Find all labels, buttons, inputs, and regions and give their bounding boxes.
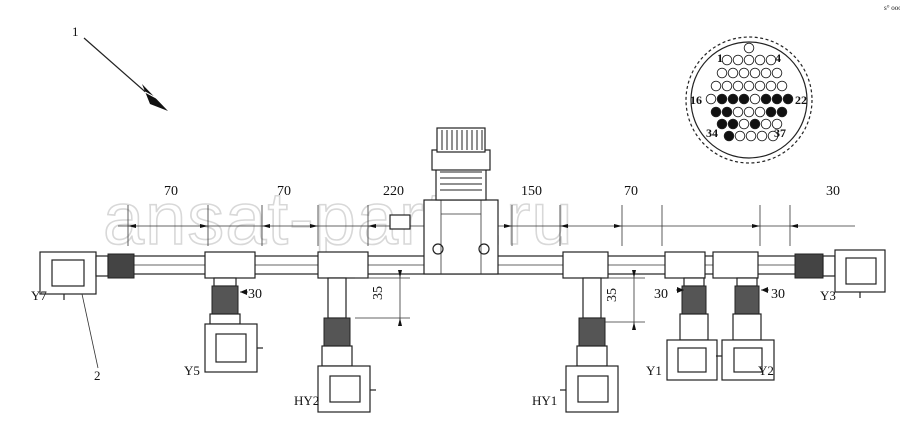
dim-70-a: 70	[164, 184, 178, 199]
connector-pin	[738, 67, 750, 79]
connector-pin	[710, 106, 722, 118]
connector-pin	[721, 106, 733, 118]
dim-220: 220	[383, 184, 404, 199]
label-y5: Y5	[184, 363, 200, 378]
dim-30-y1: 30	[654, 287, 668, 302]
connector-pin	[756, 130, 768, 142]
connector-pin	[721, 80, 733, 92]
connector-pin	[771, 93, 783, 105]
connector-pin	[754, 106, 766, 118]
corner-mark: s° ooo	[884, 4, 900, 12]
connector-pin	[743, 54, 755, 66]
connector-pin	[749, 93, 761, 105]
pin-label-1: 1	[717, 51, 723, 65]
label-y2: Y2	[758, 363, 774, 378]
connector-pin	[727, 118, 739, 130]
connector-pin	[732, 54, 744, 66]
connector-pin	[760, 67, 772, 79]
connector-pin	[776, 80, 788, 92]
dim-70-b: 70	[277, 184, 291, 199]
hy2-solenoid-drop: HY2 35	[294, 270, 410, 413]
connector-pin	[743, 80, 755, 92]
connector-pin	[743, 42, 755, 54]
pin-label-4: 4	[775, 51, 781, 65]
dim-35-left: 35	[371, 286, 386, 300]
connector-pin	[716, 118, 728, 130]
callout-1-label: 1	[72, 24, 79, 39]
y2-solenoid-drop: Y2 30	[716, 277, 785, 381]
connector-pin	[732, 80, 744, 92]
connector-pin	[767, 130, 779, 142]
dim-35-right: 35	[605, 288, 620, 302]
connector-pin	[716, 67, 728, 79]
connector-pin	[760, 93, 772, 105]
dim-30-right: 30	[826, 184, 840, 199]
pin-label-22: 22	[795, 93, 807, 107]
connector-pin	[749, 67, 761, 79]
pin-label-16: 16	[690, 93, 702, 107]
connector-pin	[754, 54, 766, 66]
connector-pin	[723, 130, 735, 142]
connector-pin	[721, 54, 733, 66]
connector-pin	[738, 93, 750, 105]
label-hy2: HY2	[294, 393, 319, 408]
connector-pin	[716, 93, 728, 105]
hy1-solenoid-drop: HY1 35	[532, 270, 645, 413]
connector-pin	[760, 118, 772, 130]
connector-pin	[732, 106, 744, 118]
connector-pin	[734, 130, 746, 142]
connector-pin	[745, 130, 757, 142]
dim-70-c: 70	[624, 184, 638, 199]
label-hy1: HY1	[532, 393, 557, 408]
connector-pin	[776, 106, 788, 118]
y7-end-connector: Y7 2	[31, 251, 135, 383]
connector-pin	[771, 118, 783, 130]
label-y7: Y7	[31, 288, 47, 303]
connector-pin	[738, 118, 750, 130]
pin-label-34: 34	[706, 126, 718, 140]
connector-pin	[765, 106, 777, 118]
connector-pin	[749, 118, 761, 130]
connector-pin	[743, 106, 755, 118]
pin-label-37: 37	[774, 126, 786, 140]
dim-30-y5: 30	[248, 287, 262, 302]
y3-end-connector: Y3	[794, 249, 886, 303]
connector-pin	[727, 67, 739, 79]
connector-pin	[765, 54, 777, 66]
connector-pin	[782, 93, 794, 105]
dim-150: 150	[521, 184, 542, 199]
label-y1: Y1	[646, 363, 662, 378]
connector-pin	[705, 93, 717, 105]
y1-solenoid-drop: Y1 30	[646, 277, 718, 381]
connector-pin	[765, 80, 777, 92]
dim-30-y2: 30	[771, 287, 785, 302]
label-y3: Y3	[820, 288, 836, 303]
y5-solenoid-drop: Y5 30	[184, 277, 263, 378]
central-junction-connector	[423, 127, 499, 275]
connector-pin	[754, 80, 766, 92]
connector-pin	[727, 93, 739, 105]
assembly-callout: 1	[72, 24, 168, 111]
connector-pin	[710, 80, 722, 92]
connector-pin	[771, 67, 783, 79]
connector-pinout: 1 4 16 22 34 37	[685, 36, 813, 164]
callout-2-label: 2	[94, 368, 101, 383]
